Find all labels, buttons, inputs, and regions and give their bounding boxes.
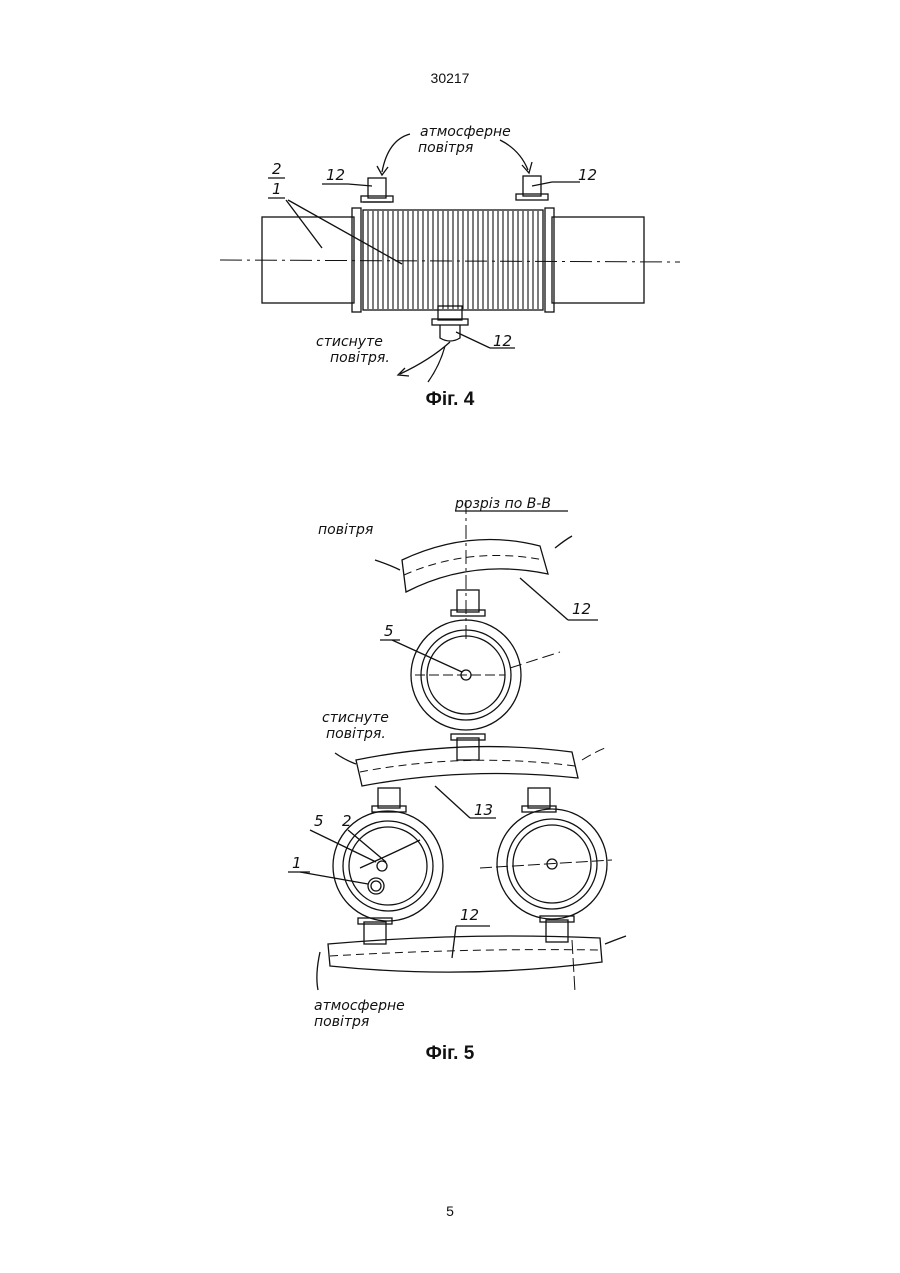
fig5-label-atmospheric-2: повітря bbox=[314, 1014, 369, 1030]
page-number: 5 bbox=[0, 1203, 900, 1219]
fig5-ref-13: 13 bbox=[474, 801, 493, 819]
fig5-label-atmospheric-1: атмосферне bbox=[314, 998, 405, 1014]
fig5-ref-5-top: 5 bbox=[384, 622, 394, 640]
fig5-label-compressed-1: стиснуте bbox=[322, 710, 389, 726]
figure-5-caption: Фіг. 5 bbox=[0, 1043, 900, 1065]
fig5-ref-1-left: 1 bbox=[292, 854, 302, 872]
fig5-section-label: розріз по В-В bbox=[454, 496, 551, 512]
fig5-ref-5-left: 5 bbox=[314, 812, 324, 830]
fig5-label-air: повітря bbox=[318, 522, 373, 538]
fig5-ref-2-left: 2 bbox=[342, 812, 352, 830]
compressed-pipe bbox=[356, 747, 578, 786]
fig5-label-compressed-2: повітря. bbox=[326, 726, 386, 742]
fig5-ref-12-top: 12 bbox=[572, 600, 591, 618]
fig5-ref-12-bottom: 12 bbox=[460, 906, 479, 924]
